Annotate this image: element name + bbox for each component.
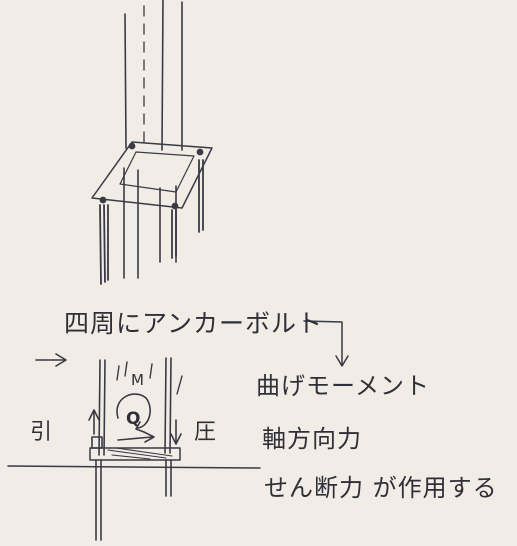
tension-arrow [88, 409, 100, 435]
tension-label: 引 [30, 420, 54, 445]
shear-symbol: Q [126, 409, 142, 429]
compression-arrow [170, 419, 182, 445]
anchor-bolt-note: 四周にアンカーボルト [64, 309, 324, 338]
base-plate-elevation [89, 447, 181, 461]
horizontal-load-arrow [35, 353, 67, 367]
ground-line [7, 465, 261, 469]
moment-arc [116, 393, 151, 433]
shear-force-note: せん断力 が作用する [264, 474, 498, 502]
shear-arrow [117, 431, 155, 443]
column-upper [124, 0, 183, 151]
moment-symbol: M [131, 371, 145, 389]
column-lower [123, 167, 177, 279]
anchor-bolts-elevation [91, 436, 172, 541]
base-plate [91, 141, 213, 209]
anchor-bolts [99, 142, 204, 285]
compression-label: 圧 [194, 420, 218, 445]
column-elevation [98, 357, 183, 456]
bending-moment-note: 曲げモーメント [256, 372, 431, 400]
axial-force-note: 軸方向力 [262, 425, 362, 453]
leader-arrow [303, 320, 349, 367]
